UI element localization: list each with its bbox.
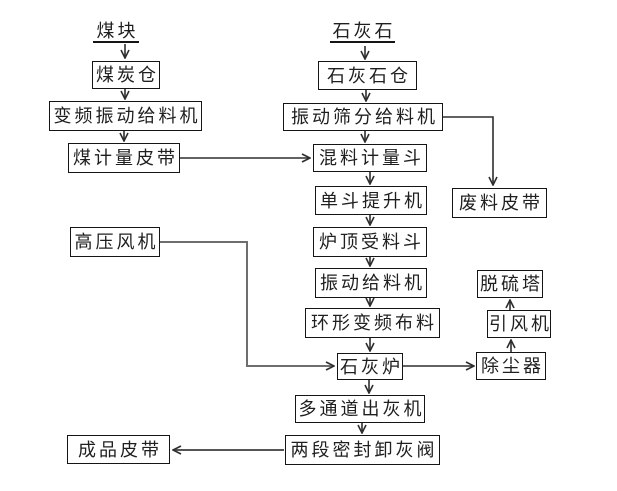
node-vf-vibrating-feeder: 变频振动给料机 — [49, 101, 202, 131]
node-coal-bin: 煤炭仓 — [92, 61, 160, 89]
node-induced-draft-fan: 引风机 — [487, 310, 551, 338]
node-vibrating-feeder: 振动给料机 — [315, 268, 427, 298]
edge-screenfeeder-to-wastebelt — [443, 116, 493, 185]
node-two-stage-ash-valve: 两段密封卸灰阀 — [285, 435, 440, 465]
node-vibrating-screen-feeder: 振动筛分给料机 — [283, 103, 443, 131]
node-coal-weighing-belt: 煤计量皮带 — [68, 143, 180, 173]
node-desulfurization-tower: 脱硫塔 — [477, 270, 543, 298]
node-multi-channel-ash-machine: 多通道出灰机 — [295, 395, 425, 423]
node-limestone-source: 石灰石 — [330, 20, 395, 43]
node-hp-fan: 高压风机 — [70, 227, 160, 257]
node-product-belt: 成品皮带 — [67, 435, 170, 464]
node-dust-collector: 除尘器 — [476, 352, 546, 380]
node-bucket-elevator: 单斗提升机 — [315, 186, 427, 215]
node-waste-belt: 废料皮带 — [452, 188, 547, 218]
edge-hpfan-to-kiln — [160, 241, 334, 366]
node-ring-vf-distributor: 环形变频布料 — [305, 308, 440, 338]
node-coal-source: 煤块 — [93, 20, 139, 43]
node-furnace-top-hopper: 炉顶受料斗 — [313, 227, 427, 257]
node-mix-weighing-hopper: 混料计量斗 — [313, 144, 427, 172]
node-lime-kiln: 石灰炉 — [337, 353, 403, 380]
node-limestone-bin: 石灰石仓 — [318, 61, 417, 90]
